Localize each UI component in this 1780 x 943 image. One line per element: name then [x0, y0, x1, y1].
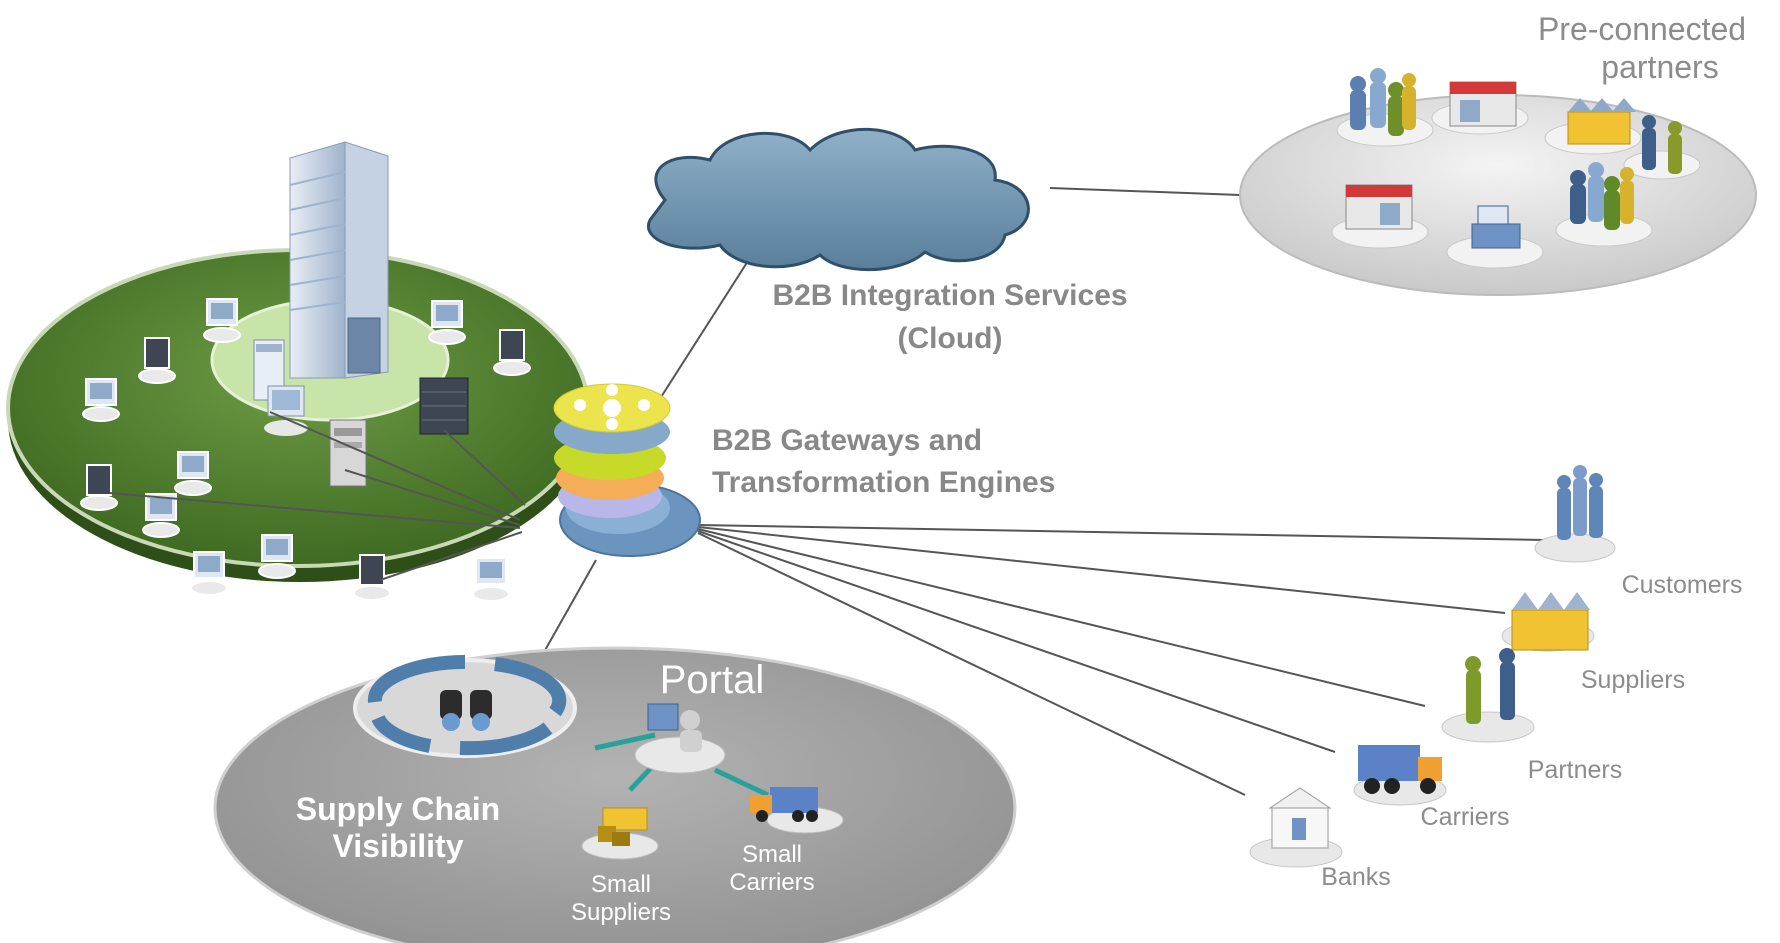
small-suppliers-label-line2: Suppliers — [571, 899, 671, 926]
factory-icon — [1511, 592, 1590, 651]
truck-icon — [1358, 745, 1442, 794]
cloud-label-line2: (Cloud) — [898, 322, 1003, 355]
connector-line — [697, 532, 1246, 796]
connector-line — [1049, 187, 1241, 196]
banks-label: Banks — [1321, 863, 1390, 891]
connector-line — [697, 526, 1506, 614]
storefront-icon — [1345, 184, 1413, 230]
tower-server-icon — [329, 419, 367, 487]
people-group-icon — [1350, 68, 1416, 136]
server-icon — [138, 337, 176, 384]
storefront-icon — [1449, 81, 1517, 127]
pre-connected-label-line1: Pre-connected — [1538, 11, 1746, 47]
monitor-icon — [203, 298, 241, 343]
scv-label-line1: Supply Chain — [296, 791, 500, 827]
small-carriers-label-line1: Small — [742, 841, 802, 868]
connector-line — [697, 528, 1426, 707]
people-group-icon — [1570, 162, 1634, 230]
suppliers-label: Suppliers — [1581, 666, 1685, 694]
portal-user-icon — [634, 703, 726, 774]
connector-line — [379, 531, 523, 581]
scv-label-line2: Visibility — [332, 828, 463, 864]
factory-icon — [1567, 98, 1636, 145]
banks-node — [1249, 787, 1343, 868]
cloud-label-line1: B2B Integration Services — [772, 279, 1127, 312]
server-icon — [493, 329, 531, 376]
office-building-icon — [289, 141, 389, 379]
small-carrier-truck-icon — [750, 787, 844, 834]
handshake-icon — [1465, 648, 1515, 724]
connector-lines — [109, 187, 1546, 796]
carriers-node — [1353, 745, 1447, 806]
server-icon — [80, 464, 118, 511]
pre-connected-partners-network — [1239, 68, 1757, 296]
monitor-icon — [428, 300, 466, 345]
monitor-icon — [258, 534, 296, 579]
monitor-icon — [142, 493, 180, 538]
customers-icon — [1557, 465, 1603, 540]
pre-connected-label-line2: partners — [1601, 49, 1718, 85]
enterprise-site — [6, 141, 592, 602]
suppliers-node — [1501, 592, 1595, 652]
bank-building-icon — [1268, 787, 1332, 849]
small-suppliers-label-line1: Small — [591, 871, 651, 898]
customers-label: Customers — [1622, 571, 1743, 599]
connector-line — [443, 429, 526, 506]
customers-node — [1534, 465, 1616, 563]
cash-register-icon — [1471, 205, 1521, 249]
partners-node — [1441, 648, 1535, 743]
monitor-icon — [174, 451, 212, 496]
carriers-label: Carriers — [1421, 803, 1510, 831]
gateways-label-line2: Transformation Engines — [712, 466, 1055, 499]
partners-label: Partners — [1528, 756, 1622, 784]
small-carriers-label-line2: Carriers — [729, 869, 814, 896]
small-supplier-icon — [581, 807, 659, 860]
connector-line — [344, 469, 521, 526]
server-icon — [353, 554, 391, 601]
portal-label: Portal — [660, 658, 765, 702]
gateway-stack-icon — [553, 383, 701, 557]
monitor-icon — [472, 557, 510, 602]
connector-line — [109, 492, 521, 529]
monitor-icon — [264, 385, 308, 436]
handshake-people-icon — [1642, 115, 1682, 174]
supply-chain-visibility-area — [213, 646, 1017, 943]
binoculars-cycle-icon — [353, 654, 577, 758]
monitor-icon — [190, 551, 228, 596]
monitor-icon — [82, 378, 120, 422]
rack-server-icon — [419, 377, 469, 435]
gateways-label-line1: B2B Gateways and — [712, 424, 982, 457]
connector-line — [697, 524, 1546, 541]
connector-line — [269, 411, 521, 521]
cloud-icon — [646, 127, 1030, 272]
connector-line — [697, 530, 1336, 753]
